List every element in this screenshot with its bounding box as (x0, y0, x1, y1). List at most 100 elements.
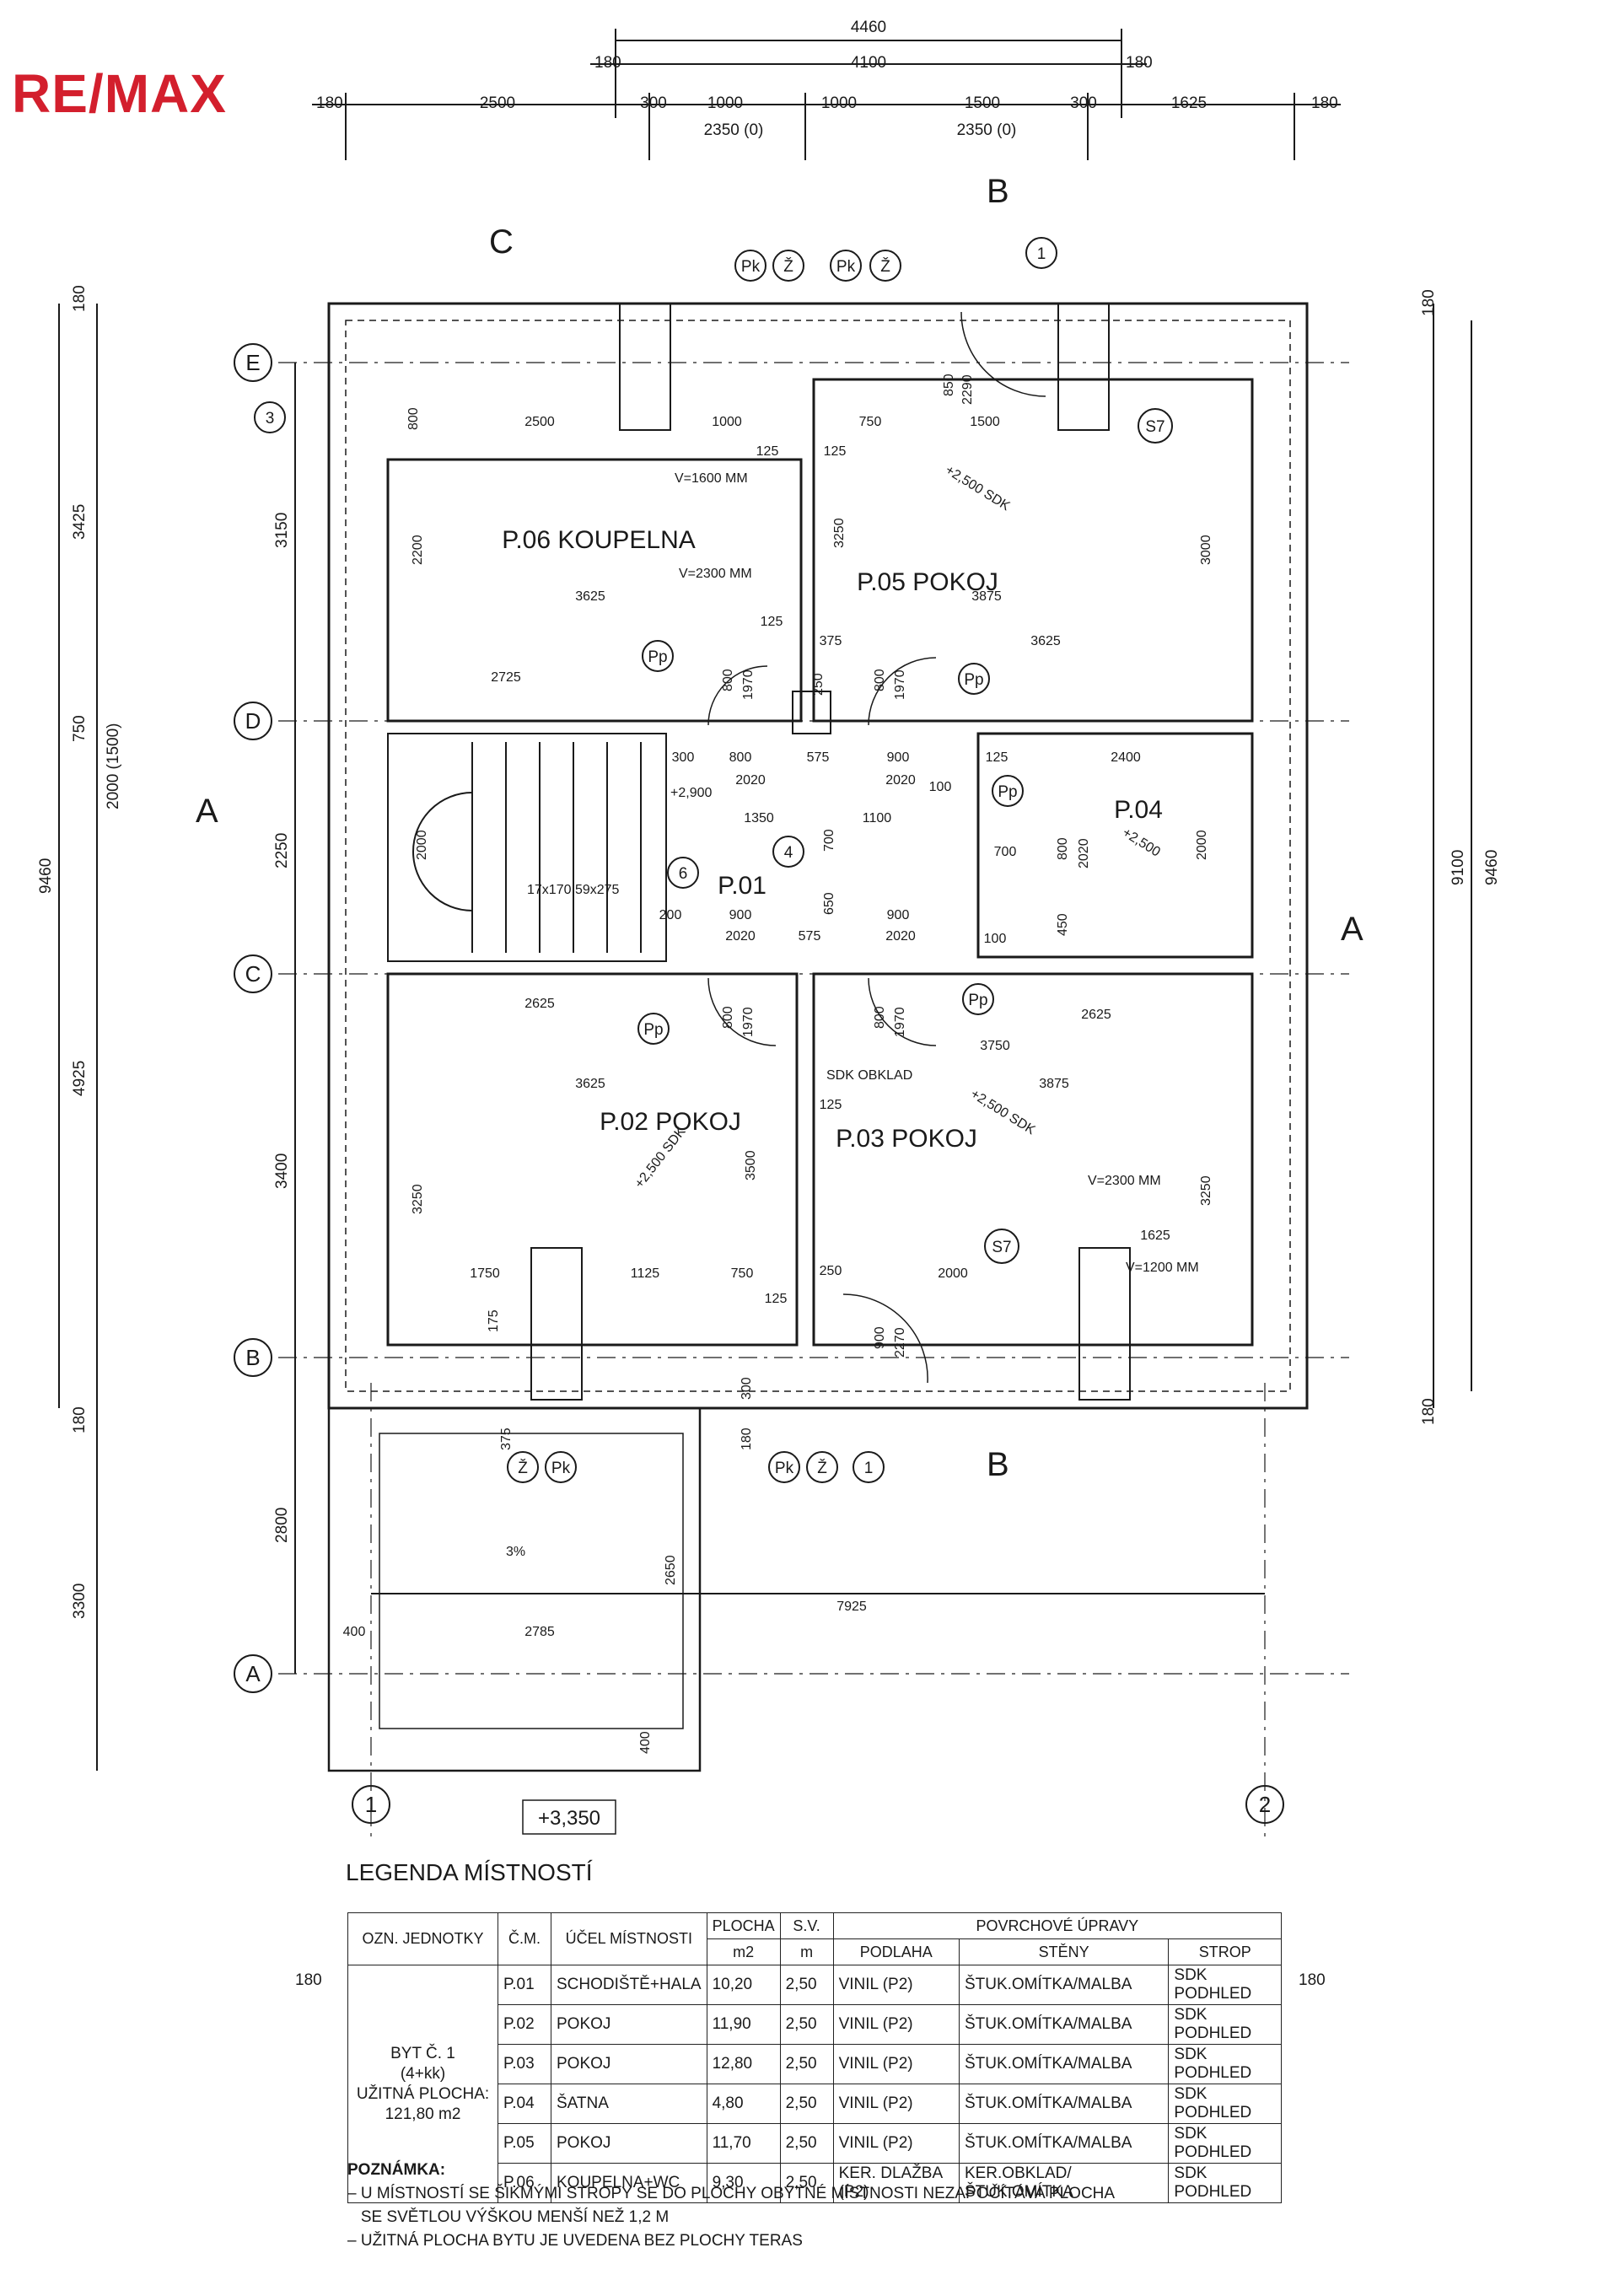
dim-inner-2800: 2800 (273, 1508, 291, 1543)
dim-1970b: 1970 (893, 669, 907, 700)
dim-100b: 100 (984, 932, 1007, 946)
dim-2000c: 2000 (1195, 830, 1209, 860)
dim-row-8: 180 (1311, 94, 1338, 112)
cell-purpose: KOUPELNA+WC (551, 2163, 707, 2203)
dim-2650: 2650 (664, 1555, 678, 1585)
dim-450: 450 (1056, 913, 1070, 936)
dim-1350: 1350 (744, 811, 774, 825)
dim-left-3425: 3425 (71, 504, 89, 540)
cell-height: 2,50 (779, 2044, 834, 2084)
dim-2270: 2270 (893, 1327, 907, 1358)
tag-4: 4 (784, 844, 793, 862)
unit-line: 121,80 m2 (385, 2105, 461, 2123)
cell-height: 2,50 (779, 2084, 834, 2124)
dim-125c: 125 (761, 615, 783, 629)
grid-1: 1 (365, 1792, 377, 1817)
cell-purpose: POKOJ (551, 2044, 707, 2084)
th-height: S.V. (779, 1912, 834, 1939)
grid-b: B (245, 1345, 260, 1370)
th-ceiling: STROP (1168, 1938, 1282, 1965)
dim-2500: 2500 (524, 415, 555, 429)
note-v1200: V=1200 MM (1126, 1261, 1199, 1275)
dim-300: 300 (672, 750, 695, 765)
tag-pp-bath: Pp (648, 648, 667, 666)
dim-2200: 2200 (411, 535, 425, 565)
dim-right-9460: 9460 (1483, 850, 1501, 885)
tag-z-bottom2: Ž (817, 1459, 827, 1477)
dim-7925: 7925 (836, 1600, 867, 1614)
dim-250b: 250 (820, 1264, 842, 1278)
cell-walls: KER.OBKLAD/ŠTUK.OMÍTKA (958, 2163, 1170, 2203)
table-row: P.05 POKOJ 11,70 2,50 VINIL (P2) ŠTUK.OM… (348, 2123, 1282, 2164)
cell-height: 2,50 (779, 2004, 834, 2045)
dim-650: 650 (822, 892, 836, 915)
slope: 3% (506, 1545, 525, 1559)
cell-height: 2,50 (779, 2163, 834, 2203)
cell-floor: VINIL (P2) (832, 1965, 960, 2005)
cell-height: 2,50 (779, 2123, 834, 2164)
tag-pk-bottom1: Pk (551, 1460, 571, 1477)
dim-800a: 800 (729, 750, 752, 765)
cell-ceiling: SDK PODHLED (1168, 2044, 1282, 2084)
tag-6: 6 (679, 865, 688, 883)
dim-left-3300: 3300 (71, 1584, 89, 1619)
section-b-bottom: B (987, 1446, 1009, 1483)
cell-walls: ŠTUK.OMÍTKA/MALBA (958, 2044, 1170, 2084)
legend-dim-left: 180 (295, 1971, 322, 1989)
tag-pk-top1: Pk (741, 258, 761, 276)
cell-ceiling: SDK PODHLED (1168, 2123, 1282, 2164)
grid-a: A (245, 1661, 261, 1686)
cell-num: P.02 (498, 2004, 551, 2045)
cell-purpose: SCHODIŠTĚ+HALA (551, 1965, 707, 2005)
grid-d: D (245, 708, 261, 734)
bathroom-walls (386, 458, 803, 723)
dim-3625-p02: 3625 (575, 1077, 605, 1091)
room-p05: P.05 POKOJ (857, 568, 998, 596)
dim-750: 750 (859, 415, 882, 429)
dim-800d: 800 (1056, 837, 1070, 860)
dim-row-2: 300 (640, 94, 667, 112)
note-line: – U MÍSTNOSTÍ SE ŠIKMÝMI STROPY SE DO PL… (347, 2185, 1116, 2202)
note-sdk-obklad: SDK OBKLAD (826, 1068, 912, 1083)
dim-375b: 375 (499, 1428, 514, 1450)
dim-3875-p03: 3875 (1039, 1077, 1069, 1091)
cell-floor: KER. DLAŽBA (P2) (832, 2163, 960, 2203)
cell-height: 2,50 (779, 1965, 834, 2005)
th-unit: OZN. JEDNOTKY (347, 1912, 498, 1965)
dim-800b: 800 (721, 669, 735, 691)
note-v2300-bath: V=2300 MM (679, 567, 752, 581)
dim-2625a: 2625 (524, 997, 555, 1011)
cell-walls: ŠTUK.OMÍTKA/MALBA (958, 1965, 1170, 2005)
th-height-unit: m (779, 1938, 834, 1965)
dim-850: 850 (942, 374, 956, 396)
section-b-top: B (987, 173, 1009, 210)
dim-3625-p05: 3625 (1030, 634, 1061, 648)
tag-pk-top2: Pk (836, 258, 856, 276)
dim-800e: 800 (721, 1006, 735, 1029)
dim-700b: 700 (822, 829, 836, 852)
dim-3500: 3500 (744, 1150, 758, 1180)
dim-900d: 900 (873, 1326, 887, 1349)
dim-400b: 400 (638, 1731, 653, 1754)
dim-2785: 2785 (524, 1625, 555, 1639)
room-p03: P.03 POKOJ (836, 1125, 977, 1153)
cell-floor: VINIL (P2) (832, 2004, 960, 2045)
th-walls: STĚNY (958, 1938, 1170, 1965)
dim-180b: 180 (740, 1428, 754, 1450)
cell-area: 10,20 (706, 1965, 781, 2005)
unit-line: BYT Č. 1 (390, 2044, 455, 2062)
dim-2020c: 2020 (725, 929, 756, 944)
dim-2400: 2400 (1111, 750, 1141, 765)
dim-1000: 1000 (712, 415, 742, 429)
legend-title: LEGENDA MÍSTNOSTÍ (346, 1859, 593, 1885)
dim-1100: 1100 (863, 811, 892, 825)
dim-125b: 125 (824, 444, 847, 459)
room-p06: P.06 KOUPELNA (502, 526, 696, 554)
room-p01: P.01 (718, 872, 766, 900)
dim-left-wall: 180 (594, 54, 621, 72)
dim-400a: 400 (343, 1625, 366, 1639)
unit-line: (4+kk) (400, 2064, 446, 2083)
room-p02: P.02 POKOJ (600, 1108, 741, 1136)
dim-3250c: 3250 (1199, 1175, 1213, 1206)
